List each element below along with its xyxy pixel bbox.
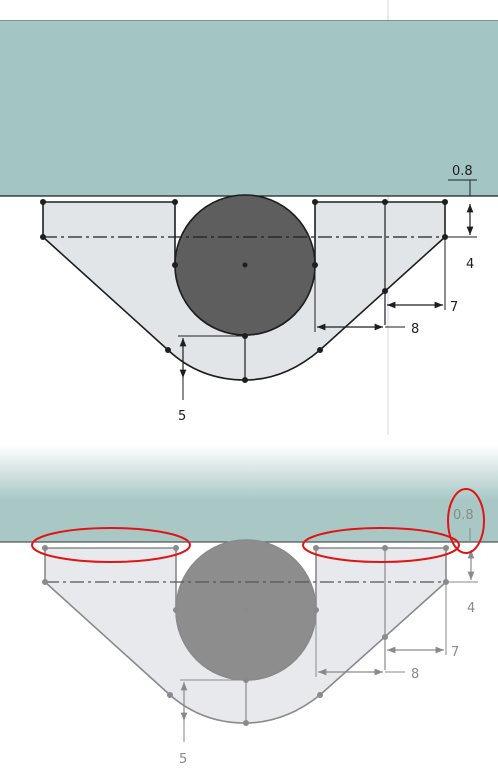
highlight-annotations bbox=[31, 488, 485, 563]
top-vertex[interactable] bbox=[317, 347, 323, 353]
top-vertex[interactable] bbox=[312, 199, 318, 205]
bottom-vertex[interactable] bbox=[42, 545, 48, 551]
top-vertex[interactable] bbox=[172, 199, 178, 205]
highlight-right-edge[interactable] bbox=[302, 527, 460, 563]
highlight-gap-dimension[interactable] bbox=[447, 488, 485, 554]
bottom-vertex[interactable] bbox=[173, 545, 179, 551]
highlight-left-edge[interactable] bbox=[31, 527, 191, 563]
bottom-vertex[interactable] bbox=[42, 579, 48, 585]
bottom-vertex[interactable] bbox=[173, 607, 179, 613]
top-vertex[interactable] bbox=[382, 288, 388, 294]
bottom-vertex[interactable] bbox=[243, 607, 249, 613]
top-vertex[interactable] bbox=[382, 199, 388, 205]
bottom-vertex[interactable] bbox=[313, 607, 319, 613]
top-vertices bbox=[40, 199, 448, 383]
bottom-vertex[interactable] bbox=[313, 545, 319, 551]
top-vertex[interactable] bbox=[242, 377, 248, 383]
bottom-vertex[interactable] bbox=[443, 579, 449, 585]
bottom-fade-band bbox=[0, 445, 498, 500]
top-vertex[interactable] bbox=[40, 234, 46, 240]
bottom-dim-height-label[interactable]: 4 bbox=[467, 601, 475, 616]
top-vertex[interactable] bbox=[40, 199, 46, 205]
bottom-vertices bbox=[42, 545, 449, 726]
top-dim-height-label[interactable]: 4 bbox=[466, 257, 474, 272]
bottom-dim-gap-label[interactable]: 0.8 bbox=[453, 508, 474, 523]
bottom-vertex[interactable] bbox=[167, 692, 173, 698]
top-dim-inset-label[interactable]: 7 bbox=[450, 300, 458, 315]
bottom-vertex[interactable] bbox=[382, 545, 388, 551]
top-dim-gap-label[interactable]: 0.8 bbox=[452, 164, 473, 179]
top-vertex[interactable] bbox=[242, 333, 248, 339]
top-vertex[interactable] bbox=[165, 347, 171, 353]
bottom-vertex[interactable] bbox=[317, 692, 323, 698]
bottom-dim-offset-label[interactable]: 5 bbox=[179, 752, 187, 767]
bottom-vertex[interactable] bbox=[382, 634, 388, 640]
top-vertex[interactable] bbox=[442, 199, 448, 205]
bottom-dim-inset-label[interactable]: 7 bbox=[451, 645, 459, 660]
top-vertex[interactable] bbox=[312, 262, 318, 268]
bottom-vertex[interactable] bbox=[243, 720, 249, 726]
bottom-vertex[interactable] bbox=[243, 677, 249, 683]
bottom-surface-block[interactable] bbox=[0, 500, 498, 542]
top-vertex[interactable] bbox=[172, 262, 178, 268]
top-dim-width-label[interactable]: 8 bbox=[411, 322, 419, 337]
top-dim-offset-label[interactable]: 5 bbox=[178, 409, 186, 424]
top-surface-block[interactable] bbox=[0, 21, 498, 196]
bottom-dim-width-label[interactable]: 8 bbox=[411, 667, 419, 682]
bottom-sketch: 0.8 4 7 8 5 bbox=[0, 445, 498, 767]
bottom-vertex[interactable] bbox=[443, 545, 449, 551]
top-vertex[interactable] bbox=[242, 262, 248, 268]
top-vertex[interactable] bbox=[442, 234, 448, 240]
top-sketch: 0.8 4 7 8 5 bbox=[0, 20, 498, 424]
